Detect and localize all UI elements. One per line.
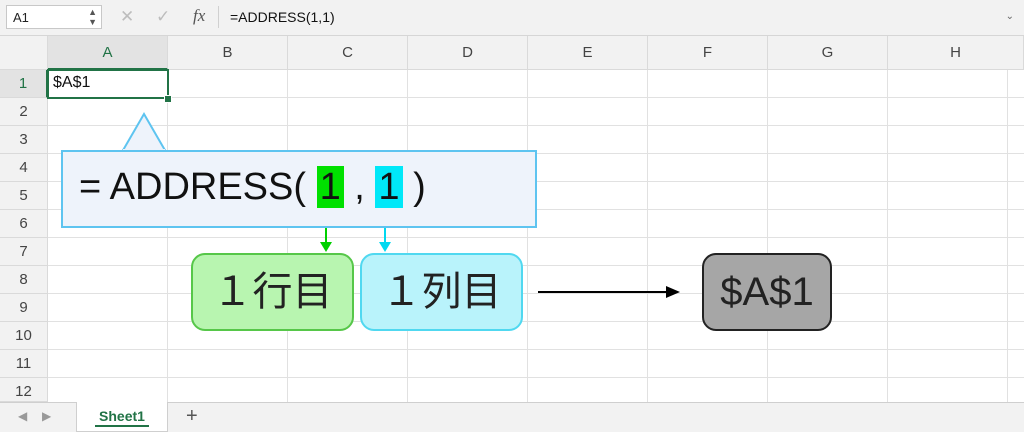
row-header-11[interactable]: 11 — [0, 350, 48, 378]
add-sheet-button[interactable]: + — [186, 405, 198, 427]
formula-input[interactable]: =ADDRESS(1,1) — [230, 9, 335, 25]
callout-prefix: = ADDRESS( — [79, 166, 317, 208]
row-header-8[interactable]: 8 — [0, 266, 48, 294]
column-header-f[interactable]: F — [648, 36, 768, 70]
formula-callout: = ADDRESS( 1 , 1 ) — [61, 150, 537, 228]
row-header-3[interactable]: 3 — [0, 126, 48, 154]
formula-separator — [218, 6, 219, 28]
name-box[interactable]: A1 ▲▼ — [6, 5, 102, 29]
column-header-e[interactable]: E — [528, 36, 648, 70]
fill-handle[interactable] — [164, 95, 172, 103]
column-header-d[interactable]: D — [408, 36, 528, 70]
formula-bar: A1 ▲▼ ✕ ✓ fx =ADDRESS(1,1) ⌄ — [0, 0, 1024, 36]
row-header-2[interactable]: 2 — [0, 98, 48, 126]
row-arg-arrow-head — [320, 242, 332, 252]
callout-tail — [120, 112, 168, 153]
column-header-b[interactable]: B — [168, 36, 288, 70]
expand-formula-icon[interactable]: ⌄ — [1005, 11, 1014, 22]
column-argument: 1 — [375, 166, 403, 208]
row-argument: 1 — [316, 166, 344, 208]
cancel-icon[interactable]: ✕ — [120, 7, 135, 26]
col-arg-arrow-head — [379, 242, 391, 252]
cell-grid[interactable] — [48, 70, 1024, 402]
column-header-g[interactable]: G — [768, 36, 888, 70]
row-header-4[interactable]: 4 — [0, 154, 48, 182]
enter-icon[interactable]: ✓ — [156, 7, 171, 26]
result-arrow-head — [666, 286, 680, 298]
insert-function-icon[interactable]: fx — [193, 6, 206, 25]
row-header-9[interactable]: 9 — [0, 294, 48, 322]
next-sheet-icon[interactable]: ▶ — [42, 409, 52, 423]
row-header-7[interactable]: 7 — [0, 238, 48, 266]
row-label-box: １行目 — [191, 253, 354, 331]
row-header-10[interactable]: 10 — [0, 322, 48, 350]
column-header-h[interactable]: H — [888, 36, 1024, 70]
name-box-value: A1 — [13, 10, 29, 25]
row-header-6[interactable]: 6 — [0, 210, 48, 238]
prev-sheet-icon[interactable]: ◀ — [18, 409, 28, 423]
sheet-tab-bar: ◀ ▶ Sheet1 + — [0, 402, 1024, 432]
column-header-c[interactable]: C — [288, 36, 408, 70]
name-box-dropdown-icon[interactable]: ▲▼ — [88, 7, 97, 27]
column-label-box: １列目 — [360, 253, 523, 331]
cell-a1[interactable]: $A$1 — [47, 69, 169, 99]
sheet-tab-sheet1[interactable]: Sheet1 — [76, 402, 168, 432]
row-header-5[interactable]: 5 — [0, 182, 48, 210]
select-all-corner[interactable] — [0, 36, 48, 70]
callout-suffix: ) — [402, 166, 426, 208]
callout-formula: = ADDRESS( 1 , 1 ) — [79, 166, 426, 209]
callout-separator: , — [343, 166, 376, 208]
row-header-12[interactable]: 12 — [0, 378, 48, 402]
result-box: $A$1 — [702, 253, 832, 331]
